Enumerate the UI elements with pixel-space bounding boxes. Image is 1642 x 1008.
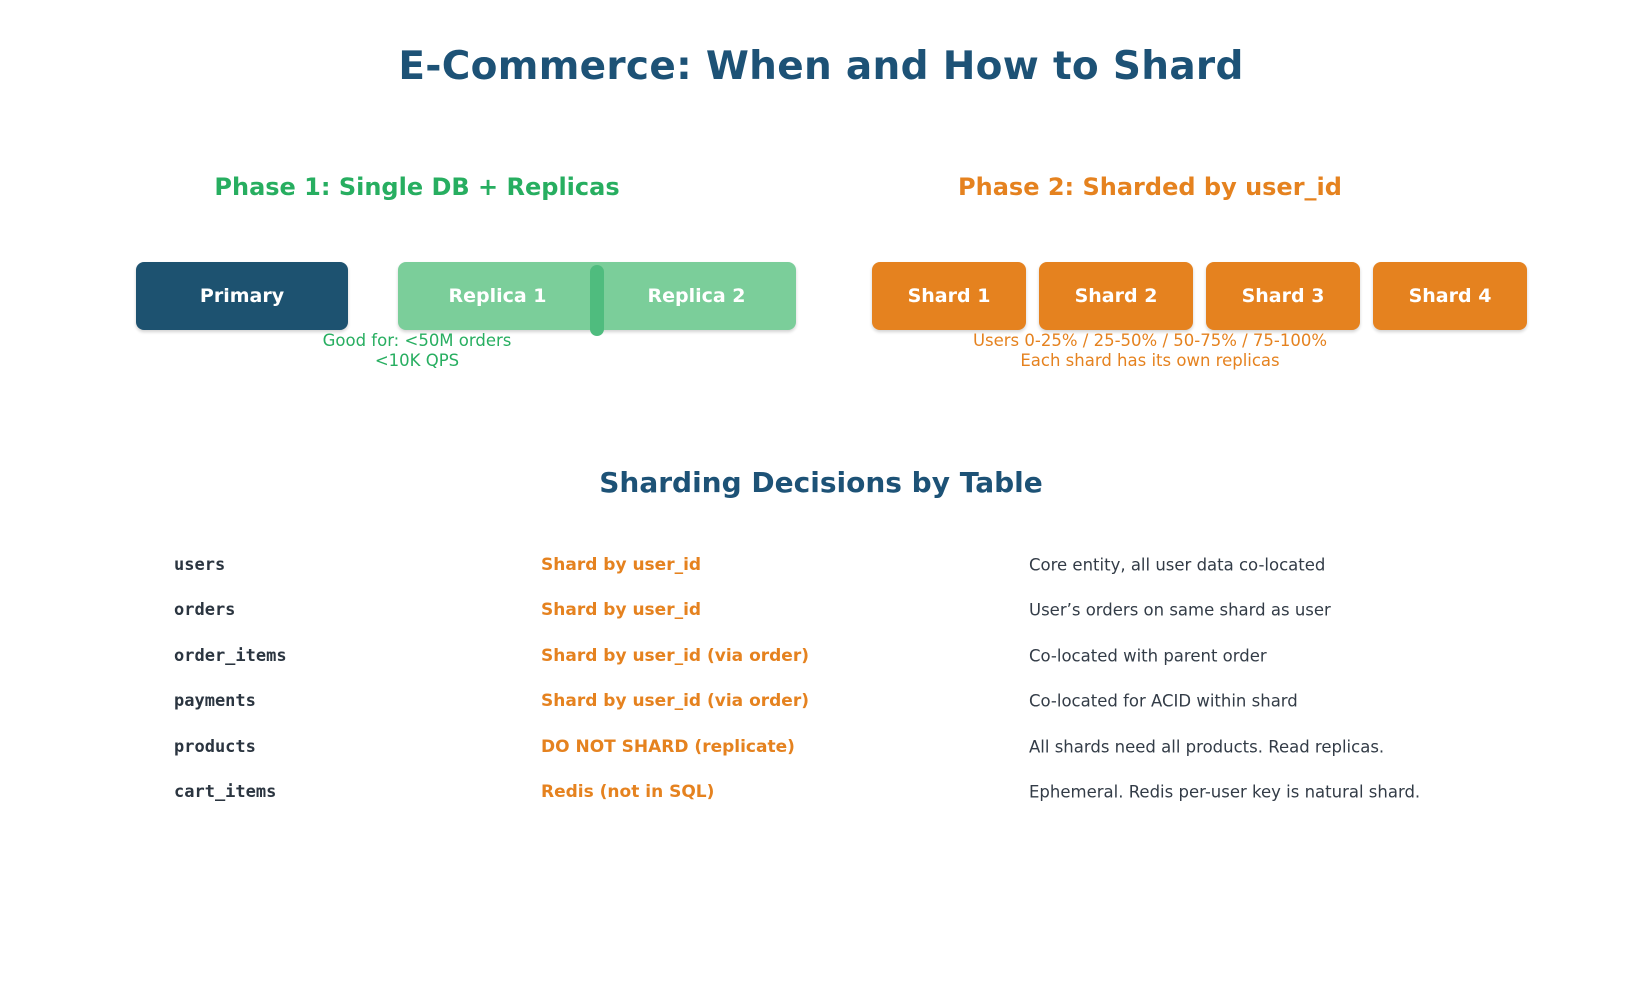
shard-2-label: Shard 2 bbox=[1074, 285, 1158, 307]
shard-strategy: Shard by user_id bbox=[541, 600, 702, 621]
shard-1-label: Shard 1 bbox=[907, 285, 991, 307]
table-name: cart_items bbox=[174, 782, 277, 803]
shard-strategy: Redis (not in SQL) bbox=[541, 782, 715, 803]
replica-2-label: Replica 2 bbox=[647, 285, 746, 307]
table-name: orders bbox=[174, 600, 236, 621]
table-row: users Shard by user_id Core entity, all … bbox=[0, 542, 1642, 588]
shard-2-box: Shard 2 bbox=[1039, 262, 1193, 330]
table-row: order_items Shard by user_id (via order)… bbox=[0, 633, 1642, 679]
strategy-description: User’s orders on same shard as user bbox=[1029, 600, 1331, 620]
replica-2-box: Replica 2 bbox=[597, 262, 796, 330]
shard-1-box: Shard 1 bbox=[872, 262, 1026, 330]
table-name: order_items bbox=[174, 645, 287, 666]
shard-4-box: Shard 4 bbox=[1373, 262, 1527, 330]
table-row: cart_items Redis (not in SQL) Ephemeral.… bbox=[0, 770, 1642, 816]
primary-db-box: Primary bbox=[136, 262, 348, 330]
strategy-description: Ephemeral. Redis per-user key is natural… bbox=[1029, 782, 1421, 802]
table-name: products bbox=[174, 736, 256, 757]
primary-db-label: Primary bbox=[199, 285, 285, 307]
phase1-note-line1: Good for: <50M orders bbox=[322, 331, 512, 350]
strategy-description: Co-located with parent order bbox=[1029, 646, 1267, 666]
replica-1-label: Replica 1 bbox=[448, 285, 547, 307]
phase2-note-line2: Each shard has its own replicas bbox=[1020, 351, 1280, 370]
table-row: products DO NOT SHARD (replicate) All sh… bbox=[0, 724, 1642, 770]
shard-4-label: Shard 4 bbox=[1408, 285, 1492, 307]
page-title: E-Commerce: When and How to Shard bbox=[398, 44, 1244, 89]
shard-3-label: Shard 3 bbox=[1241, 285, 1325, 307]
table-row: payments Shard by user_id (via order) Co… bbox=[0, 679, 1642, 725]
phase1-heading: Phase 1: Single DB + Replicas bbox=[214, 173, 620, 201]
shard-3-box: Shard 3 bbox=[1206, 262, 1360, 330]
phase2-heading: Phase 2: Sharded by user_id bbox=[958, 173, 1342, 201]
shard-strategy: Shard by user_id (via order) bbox=[541, 645, 809, 666]
replica-divider bbox=[590, 265, 604, 336]
phase2-note-line1: Users 0-25% / 25-50% / 50-75% / 75-100% bbox=[972, 331, 1328, 350]
strategy-description: Core entity, all user data co-located bbox=[1029, 555, 1326, 575]
decision-table: users Shard by user_id Core entity, all … bbox=[0, 542, 1642, 815]
phase2-note: Users 0-25% / 25-50% / 50-75% / 75-100% … bbox=[830, 331, 1470, 371]
strategy-description: All shards need all products. Read repli… bbox=[1029, 737, 1385, 757]
shard-strategy: Shard by user_id (via order) bbox=[541, 691, 809, 712]
strategy-description: Co-located for ACID within shard bbox=[1029, 691, 1298, 711]
phase1-note: Good for: <50M orders <10K QPS bbox=[97, 331, 737, 371]
shard-strategy: DO NOT SHARD (replicate) bbox=[541, 736, 795, 757]
table-name: users bbox=[174, 554, 226, 575]
replica-1-box: Replica 1 bbox=[398, 262, 597, 330]
table-row: orders Shard by user_id User’s orders on… bbox=[0, 588, 1642, 634]
phase1-note-line2: <10K QPS bbox=[374, 351, 460, 370]
shard-strategy: Shard by user_id bbox=[541, 554, 702, 575]
table-heading: Sharding Decisions by Table bbox=[599, 466, 1043, 499]
table-name: payments bbox=[174, 691, 256, 712]
